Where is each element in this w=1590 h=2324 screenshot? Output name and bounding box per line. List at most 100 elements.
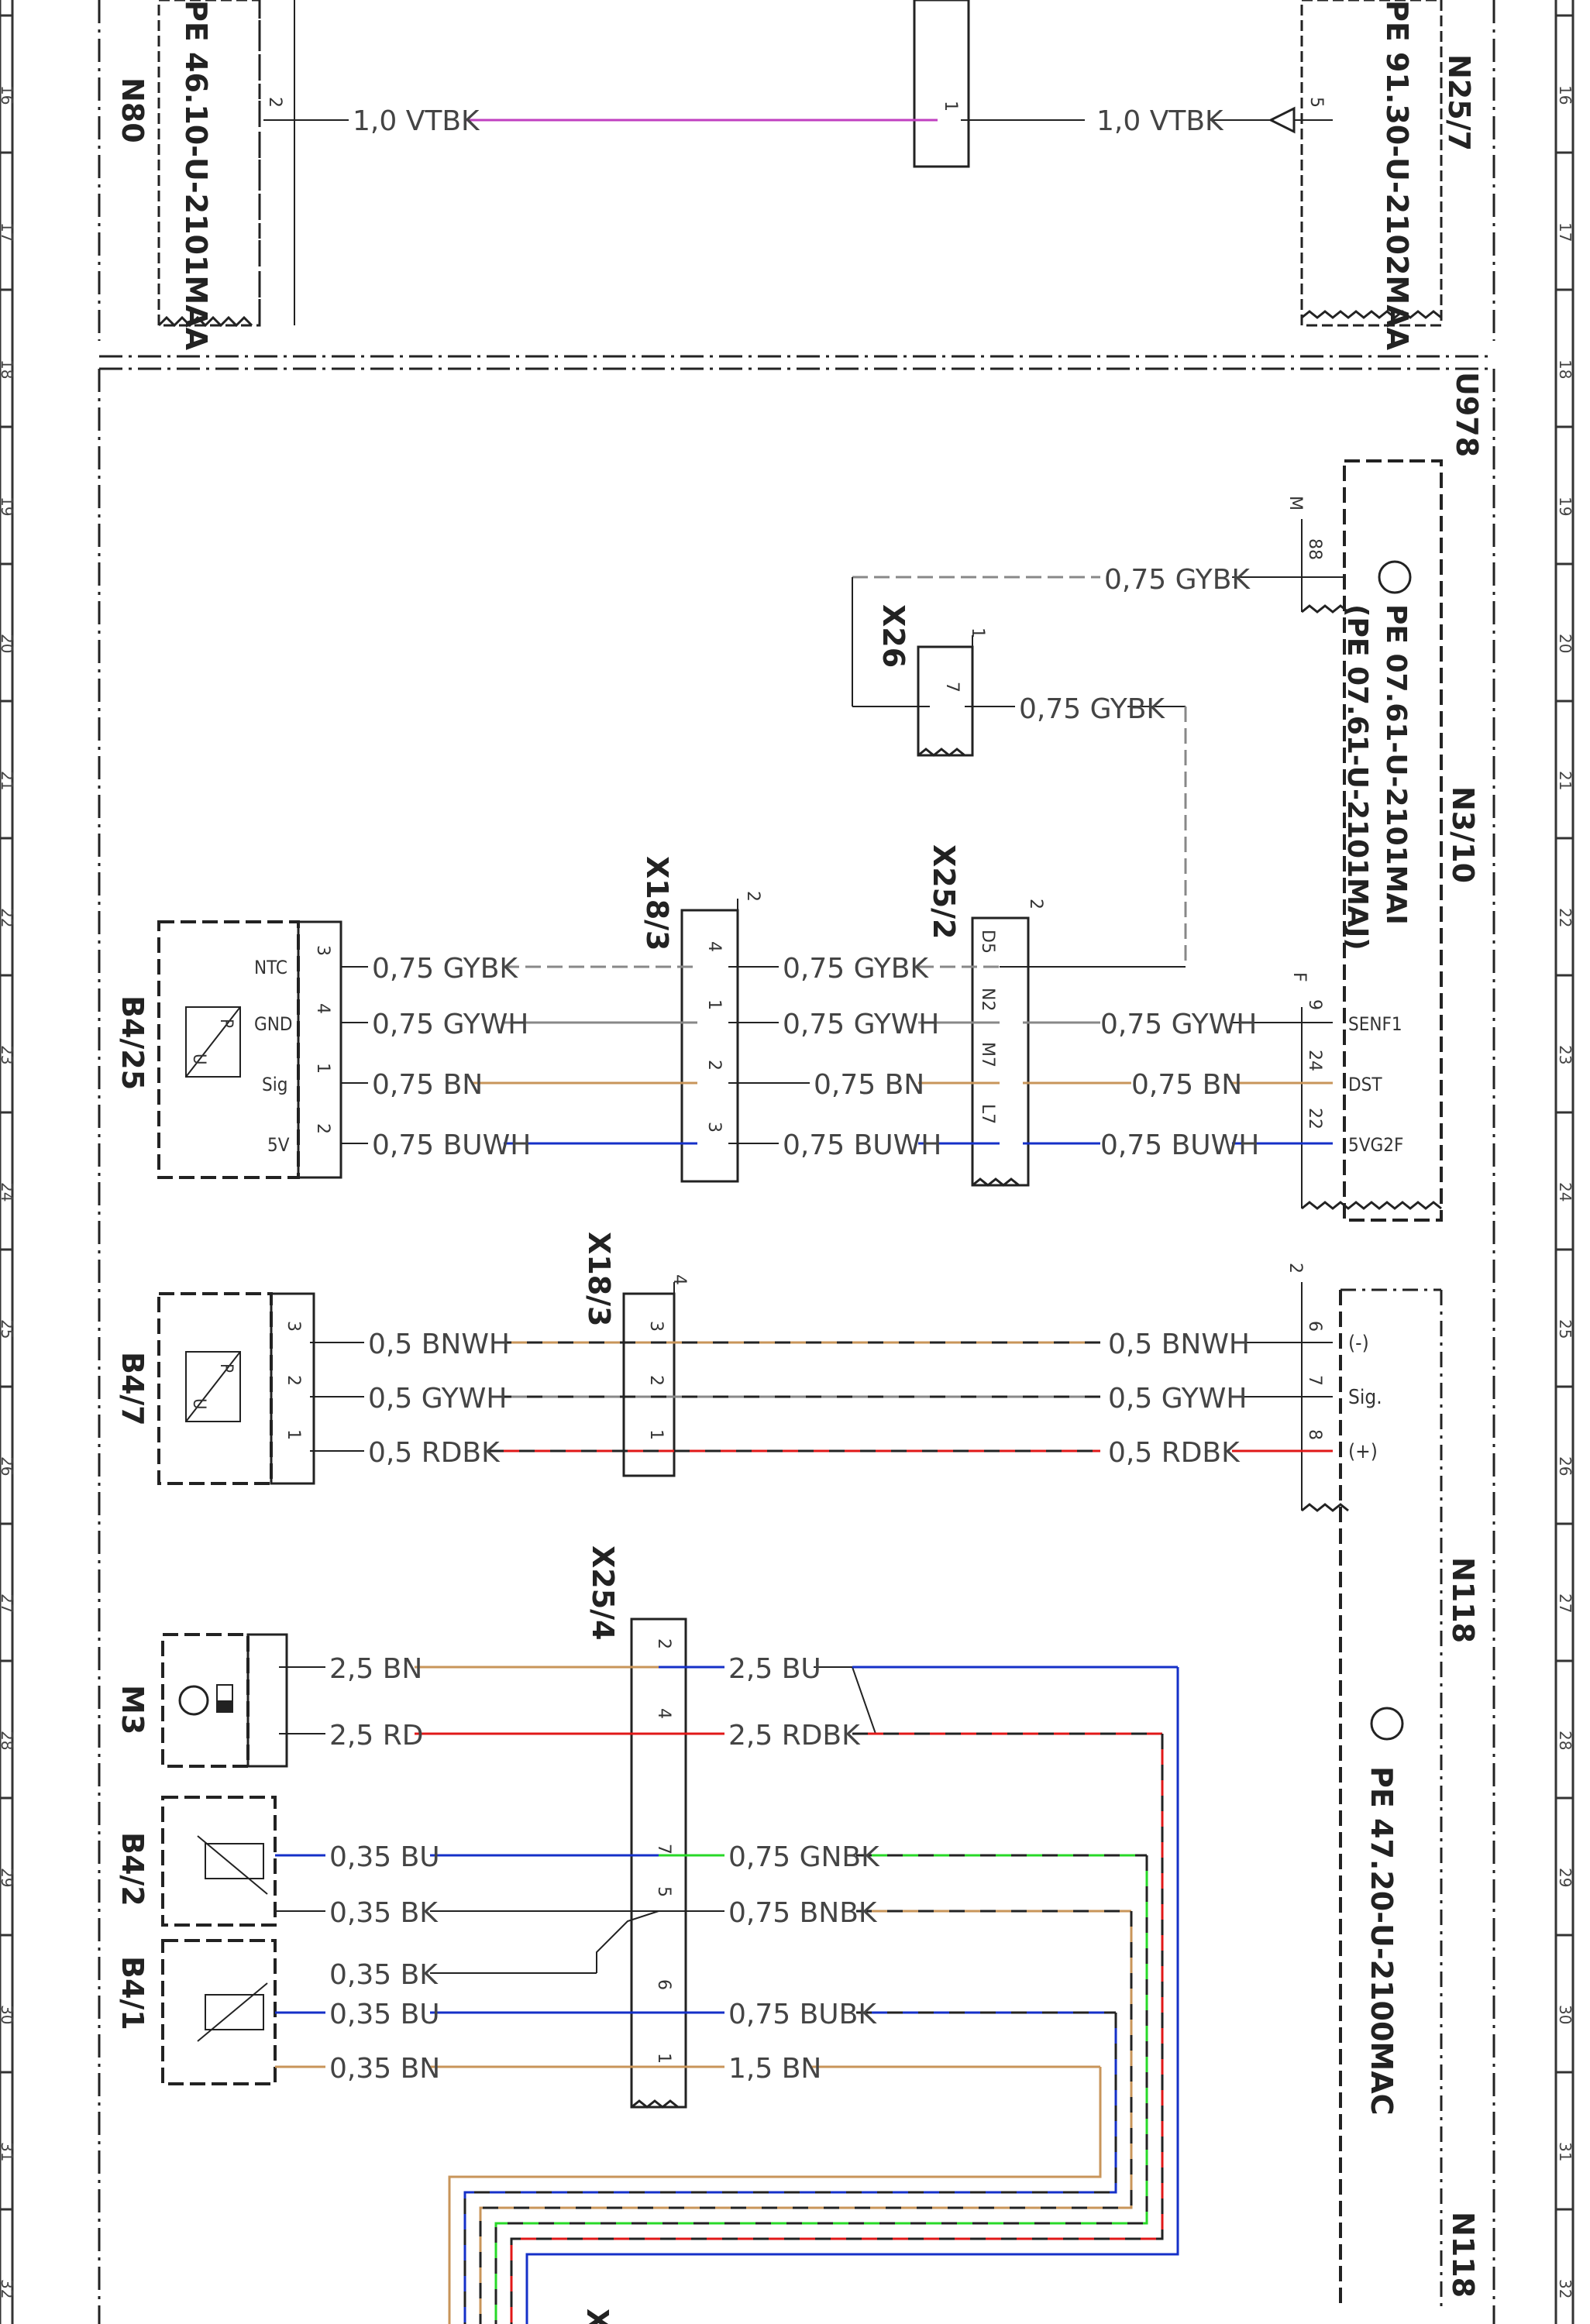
pin-b47-2: 2	[284, 1375, 303, 1386]
b4-2-label: B4/2	[115, 1832, 150, 1906]
wire-label-gybk-x26: 0,75 GYBK	[1019, 693, 1165, 725]
n118-ref-group: PE 47.20-U-2100MAC	[1365, 1707, 1404, 2116]
wire-label-vtbk-right: 1,0 VTBK	[1096, 105, 1224, 137]
pin-n118-6: 6	[1305, 1321, 1324, 1332]
n3-10-ref1: PE 07.61-U-2101MAI	[1380, 604, 1412, 925]
grid-number-right: 22	[1556, 908, 1575, 927]
pin-x254-6: 6	[654, 1979, 673, 1990]
wire-label-b47-rdbk-r: 0,5 RDBK	[1108, 1437, 1241, 1469]
grid-number-left: 31	[0, 2142, 16, 2161]
pin-x183b-2: 2	[646, 1375, 666, 1386]
pin-n257-5: 5	[1306, 97, 1326, 108]
pin-x252-2: 2	[1026, 899, 1045, 909]
wire-label-b425-buwh: 0,75 BUWH	[372, 1129, 531, 1161]
n25-7-connector: PE 91.30-U-2102MAA N25/7	[1300, 0, 1476, 351]
wire-label-m3-bu-r: 2,5 BU	[728, 1653, 821, 1685]
m3-motor: M3	[115, 1633, 288, 1768]
pin-b47-1: 1	[284, 1429, 303, 1440]
grid-number-left: 29	[0, 1868, 16, 1887]
wire-label-b47-bnwh-r: 0,5 BNWH	[1108, 1329, 1250, 1360]
wire-label-r-bnbk: 0,75 BNBK	[728, 1897, 878, 1929]
wire-label-b425-gybk: 0,75 GYBK	[372, 953, 518, 985]
pin-n310-9: 9	[1305, 999, 1324, 1010]
wire-label-b425-bn: 0,75 BN	[372, 1069, 483, 1101]
pin-sig: Sig.	[1348, 1386, 1382, 1409]
n80-label: N80	[115, 77, 150, 143]
n25-7-ref: PE 91.30-U-2102MAA	[1380, 0, 1414, 351]
pin-b425-3: 3	[313, 945, 332, 956]
b4-7-sensor: P U B4/7 3 2 1	[115, 1292, 315, 1485]
grid-number-right: 21	[1556, 771, 1575, 790]
pin-n310-f: F	[1289, 972, 1309, 982]
x25-4-label: X25/4	[586, 1545, 620, 1641]
pin-x254-4: 4	[654, 1708, 673, 1719]
x18-3-connector-upper: X18/3 2 4 1 2 3	[640, 856, 762, 1183]
u978-label: U978	[1450, 372, 1484, 457]
pin-x254-1: 1	[654, 2053, 673, 2064]
x-bottom-label: X	[580, 2309, 614, 2324]
grid-number-left: 28	[0, 1731, 16, 1750]
wire-label-m3-rd: 2,5 RD	[329, 1720, 423, 1752]
pin-x183b-1: 1	[646, 1429, 666, 1440]
pin-x252-l7: L7	[978, 1104, 997, 1124]
pin-b425-1: 1	[313, 1063, 332, 1074]
pin-minus: (-)	[1348, 1332, 1369, 1355]
x25-2-label: X25/2	[927, 844, 961, 940]
pin-n118-7: 7	[1305, 1375, 1324, 1386]
wire-label-b42-bk: 0,35 BK	[329, 1897, 439, 1929]
pin-x252-n2: N2	[978, 988, 997, 1011]
pin-x26-7: 7	[942, 682, 962, 693]
b4-7-uu: U	[189, 1398, 208, 1410]
grid-number-right: 20	[1556, 634, 1575, 653]
pin-b425-4: 4	[313, 1003, 332, 1014]
wire-label-r-bubk: 0,75 BUBK	[728, 1999, 877, 2030]
grid-number-right: 27	[1556, 1593, 1575, 1613]
b4-25-uu: U	[189, 1054, 208, 1065]
b4-7-label: B4/7	[115, 1352, 150, 1426]
pin-x252-d5: D5	[978, 930, 997, 954]
grid-number-left: 23	[0, 1045, 16, 1064]
wire-label-b425-gywh: 0,75 GYWH	[372, 1009, 528, 1040]
x25-4-left-wires: 2,5 BN 2,5 RD 0,35 BU 0,35 BK 0,35 BK 0,…	[275, 1653, 659, 2085]
wire-label-b42-bu: 0,35 BU	[329, 1841, 440, 1873]
grid-number-left: 24	[0, 1182, 16, 1202]
grid-number-left: 21	[0, 771, 16, 790]
wire-label-mid-gywh: 0,75 GYWH	[783, 1009, 939, 1040]
pin-b425-2: 2	[313, 1123, 332, 1134]
grid-strip-right	[1554, 0, 1575, 2324]
pin-dst: DST	[1348, 1074, 1382, 1095]
wire-label-r-bn: 0,75 BN	[1131, 1069, 1242, 1101]
b4-1-sensor: B4/1	[115, 1939, 277, 2085]
b4-7-wires: 0,5 BNWH 0,5 GYWH 0,5 RDBK 0,5 BNWH 0,5 …	[310, 1329, 1333, 1469]
pin-plus: (+)	[1348, 1440, 1378, 1463]
grid-number-left: 27	[0, 1593, 16, 1613]
b4-7-pu: P	[216, 1363, 236, 1373]
n25-7-label: N25/7	[1442, 54, 1476, 151]
grid-number-left: 32	[0, 2279, 16, 2298]
pin-n118-h: 2	[1285, 1263, 1305, 1274]
grid-number-left: 30	[0, 2005, 16, 2024]
wire-label-gybk-n3: 0,75 GYBK	[1104, 564, 1251, 596]
pin-x183-h: 2	[743, 891, 762, 902]
b4-25-label: B4/25	[115, 995, 150, 1090]
x26-label: X26	[876, 604, 910, 668]
wire-label-r-15bn: 1,5 BN	[728, 2053, 821, 2085]
pin-5vg2f: 5VG2F	[1348, 1134, 1403, 1156]
wire-label-r-gnbk: 0,75 GNBK	[728, 1841, 880, 1873]
n80-connector: N80 PE 46.10-U-2101MAA	[115, 0, 295, 351]
wire-label-mid-bn: 0,75 BN	[814, 1069, 924, 1101]
pin-x254-7: 7	[654, 1844, 673, 1855]
grid-number-left: 17	[0, 222, 16, 242]
grid-number-right: 23	[1556, 1045, 1575, 1064]
pin-x183-2: 2	[704, 1060, 724, 1071]
n118-upper-pins: 2 6 7 8 (-) Sig. (+)	[1285, 1263, 1443, 2309]
x18-3-connector-lower: X18/3 4 3 2 1	[582, 1232, 689, 1477]
grid-number-right: 17	[1556, 222, 1575, 242]
wire-label-vtbk-left: 1,0 VTBK	[353, 105, 480, 137]
grid-strip-left	[0, 0, 14, 2324]
grid-number-right: 25	[1556, 1319, 1575, 1339]
grid-number-right: 30	[1556, 2005, 1575, 2024]
pin-x26-1: 1	[968, 627, 987, 638]
